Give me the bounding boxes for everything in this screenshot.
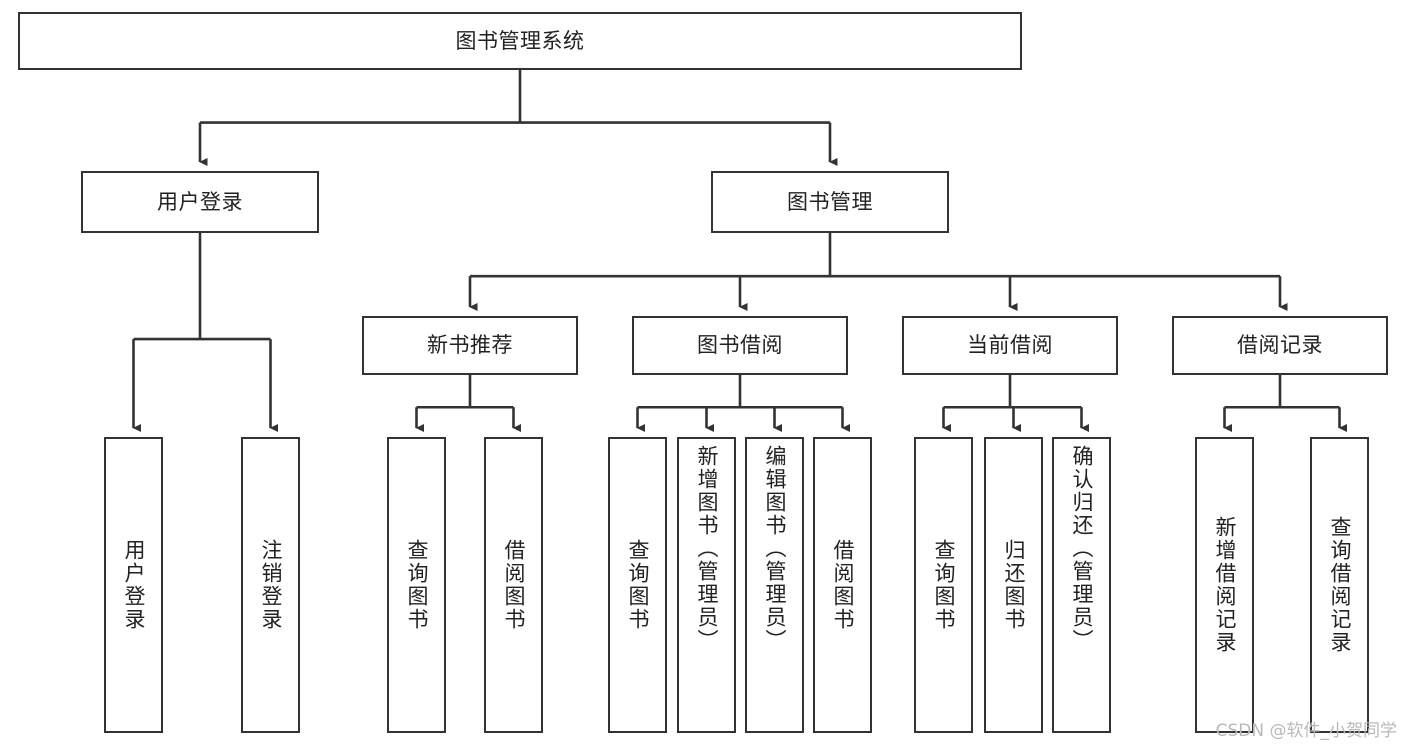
node-leaf-cur-query-book[interactable]: 查询图书 — [914, 437, 973, 733]
node-label: 借阅记录 — [1237, 333, 1323, 358]
node-label: 新增借阅记录 — [1213, 516, 1237, 654]
node-leaf-rec-query-record[interactable]: 查询借阅记录 — [1310, 437, 1369, 733]
node-leaf-borrow-query-book[interactable]: 查询图书 — [608, 437, 667, 733]
node-label: 查询图书 — [626, 539, 650, 631]
node-l2-book-borrow[interactable]: 图书借阅 — [632, 316, 848, 375]
node-leaf-rec-borrow-book[interactable]: 借阅图书 — [484, 437, 543, 733]
node-label: 当前借阅 — [967, 333, 1053, 358]
node-leaf-borrow-edit-book[interactable]: 编辑图书（管理员） — [745, 437, 804, 733]
node-leaf-user-logout[interactable]: 注销登录 — [241, 437, 300, 733]
node-label: 用户登录 — [157, 189, 243, 214]
edge-group — [132, 70, 1348, 433]
node-label: 注销登录 — [259, 539, 283, 631]
node-leaf-borrow-add-book[interactable]: 新增图书（管理员） — [677, 437, 736, 733]
node-label: 查询图书 — [405, 539, 429, 631]
node-label: 新增图书（管理员） — [695, 445, 719, 652]
node-l2-new-book-rec[interactable]: 新书推荐 — [362, 316, 578, 375]
node-label: 新书推荐 — [427, 333, 513, 358]
node-l2-current-borrow[interactable]: 当前借阅 — [902, 316, 1118, 375]
node-label: 用户登录 — [122, 539, 146, 631]
node-label: 查询借阅记录 — [1328, 516, 1352, 654]
node-label: 归还图书 — [1002, 539, 1026, 631]
node-leaf-cur-confirm-return[interactable]: 确认归还（管理员） — [1052, 437, 1111, 733]
node-label: 确认归还（管理员） — [1070, 445, 1094, 652]
node-leaf-borrow-borrow-book[interactable]: 借阅图书 — [813, 437, 872, 733]
node-label: 借阅图书 — [502, 539, 526, 631]
node-root[interactable]: 图书管理系统 — [18, 12, 1022, 70]
node-leaf-user-login[interactable]: 用户登录 — [104, 437, 163, 733]
node-l2-borrow-record[interactable]: 借阅记录 — [1172, 316, 1388, 375]
node-label: 编辑图书（管理员） — [763, 445, 787, 652]
node-label: 图书管理系统 — [455, 28, 585, 53]
node-label: 图书管理 — [787, 189, 873, 214]
node-leaf-cur-return-book[interactable]: 归还图书 — [984, 437, 1043, 733]
node-l1-user-login[interactable]: 用户登录 — [81, 171, 319, 233]
node-label: 查询图书 — [932, 539, 956, 631]
node-l1-book-manage[interactable]: 图书管理 — [711, 171, 949, 233]
node-label: 借阅图书 — [831, 539, 855, 631]
watermark-text: CSDN @软件_小贺同学 — [1215, 721, 1397, 741]
node-leaf-rec-add-record[interactable]: 新增借阅记录 — [1195, 437, 1254, 733]
node-label: 图书借阅 — [697, 333, 783, 358]
node-leaf-rec-query-book[interactable]: 查询图书 — [387, 437, 446, 733]
